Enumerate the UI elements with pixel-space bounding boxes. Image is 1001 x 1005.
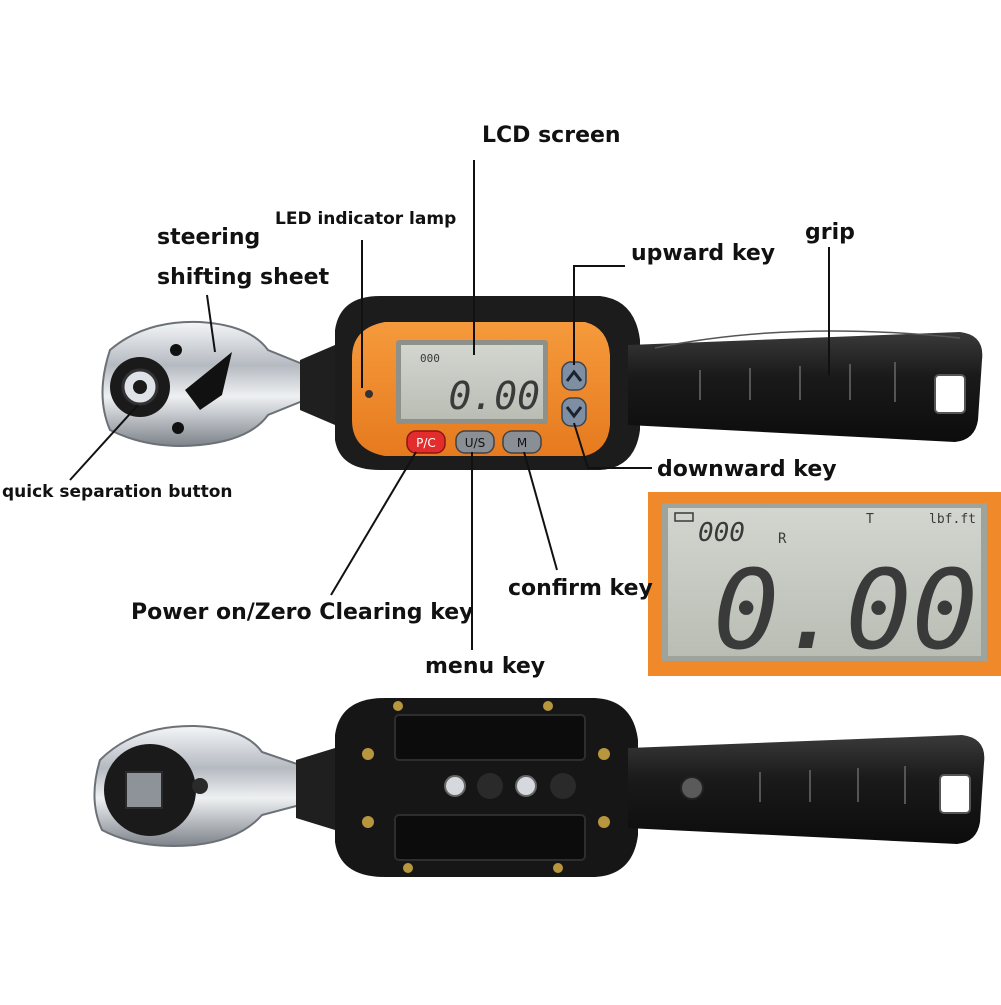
inset-lcd-screen	[668, 508, 981, 656]
callout-grip: grip	[805, 220, 855, 245]
power-key-label: P/C	[416, 436, 436, 450]
unit-key-label: U/S	[465, 436, 485, 450]
callout-shifting-sheet: shifting sheet	[157, 265, 330, 290]
led-indicator	[365, 390, 373, 398]
callout-led-indicator-lamp: LED indicator lamp	[275, 209, 457, 229]
inset-unit: lbf.ft	[929, 512, 976, 527]
screws	[362, 701, 610, 873]
back-grip	[628, 735, 985, 844]
menu-key-label: M	[517, 436, 527, 450]
callout-power-zero-key: Power on/Zero Clearing key	[131, 600, 474, 625]
power-zero-key[interactable]: P/C	[406, 430, 446, 454]
lcd-closeup-inset: 000 R T lbf.ft 0.00	[648, 492, 1001, 676]
downward-key[interactable]	[561, 397, 587, 427]
top-wrench: 000 0.00 P/C U/S M	[101, 296, 983, 470]
wrench-neck	[300, 345, 335, 425]
callout-upward-key: upward key	[631, 241, 776, 266]
battery-bay-top	[394, 714, 586, 761]
unit-key[interactable]: U/S	[455, 430, 495, 454]
callout-menu-key: menu key	[425, 654, 546, 679]
battery-bay-bottom	[394, 814, 586, 861]
leader-lines	[69, 160, 830, 650]
inset-reading: 0.00	[713, 546, 978, 674]
ratchet-head	[101, 320, 306, 447]
inset-mode: R	[778, 531, 787, 547]
menu-confirm-key[interactable]: M	[502, 430, 542, 454]
callout-downward-key: downward key	[657, 457, 837, 482]
inset-indicator: T	[866, 512, 874, 527]
callout-quick-separation-button: quick separation button	[2, 482, 233, 502]
lcd-small-reading: 0.00	[448, 374, 540, 418]
grip-screw	[680, 776, 704, 800]
inset-count: 000	[698, 518, 745, 548]
drive-square	[125, 771, 163, 809]
lcd-screen	[401, 345, 543, 419]
grip-ribs	[699, 362, 896, 402]
callout-steering: steering	[157, 225, 261, 250]
callout-confirm-key: confirm key	[508, 576, 653, 601]
battery-icon	[674, 512, 694, 522]
chevron-up-icon	[565, 369, 583, 382]
lcd-small-count: 000	[420, 352, 440, 365]
bottom-wrench	[93, 698, 985, 877]
hang-hole	[934, 374, 966, 414]
grip-handle	[628, 332, 983, 442]
steering-lever	[185, 352, 232, 410]
callout-lcd-screen: LCD screen	[482, 123, 621, 148]
upward-key[interactable]	[561, 361, 587, 391]
chevron-down-icon	[565, 406, 583, 419]
